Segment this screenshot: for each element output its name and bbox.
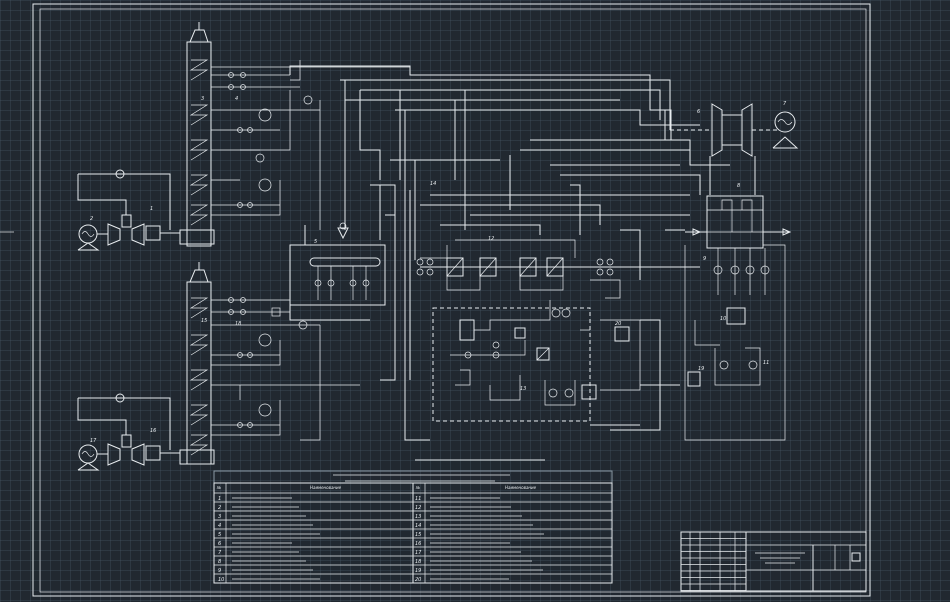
table-row-num-left: 1	[218, 496, 221, 502]
table-row-num-right: 17	[415, 550, 422, 556]
table-row-num-right: 19	[415, 568, 421, 574]
table-row-num-left: 5	[218, 532, 221, 538]
label-n2: 2	[90, 216, 93, 222]
label-n16: 16	[150, 428, 156, 434]
label-n7: 7	[783, 101, 787, 107]
table-col-num-left: №	[216, 485, 221, 490]
table-col-num-right: №	[415, 485, 420, 490]
boiler-upper-equipment	[211, 60, 410, 230]
table-row-num-left: 7	[218, 550, 222, 556]
label-n3: 3	[201, 96, 204, 102]
table-row-num-right: 12	[415, 505, 421, 511]
label-n1: 1	[150, 206, 153, 212]
table-row-num-right: 14	[415, 523, 421, 529]
label-n4: 4	[235, 96, 238, 102]
label-n14: 14	[430, 181, 436, 187]
label-n11: 11	[763, 360, 769, 366]
table-row-num-left: 6	[218, 541, 221, 547]
table-row-num-left: 8	[218, 559, 221, 565]
condenser	[684, 195, 792, 441]
label-n10: 10	[720, 316, 726, 322]
table-row-num-left: 9	[218, 568, 221, 574]
label-n13: 13	[520, 386, 526, 392]
table-row-num-right: 18	[415, 559, 421, 565]
label-n17: 17	[90, 438, 97, 444]
title-block	[680, 531, 867, 592]
table-row-num-left: 2	[218, 505, 221, 511]
table-col-name-right: Наименование	[505, 485, 537, 490]
table-row-num-left: 10	[218, 577, 224, 583]
table-col-name-left: Наименование	[310, 485, 342, 490]
label-n18: 18	[235, 321, 241, 327]
boiler-lower	[179, 262, 215, 465]
steam-turbine	[664, 103, 799, 195]
gas-turbine-lower	[77, 393, 180, 471]
label-n19: 19	[698, 366, 704, 372]
main-headers	[289, 65, 730, 461]
label-n6: 6	[697, 109, 700, 115]
label-n15: 15	[201, 318, 207, 324]
table-row-num-right: 16	[415, 541, 421, 547]
deaerator-block	[289, 184, 396, 321]
outer-sheet-frame	[32, 3, 871, 597]
table-row-num-left: 3	[218, 514, 221, 520]
water-treatment-block	[432, 300, 641, 422]
label-n9: 9	[703, 256, 706, 262]
heat-exchanger-row	[416, 239, 700, 299]
label-n12: 12	[488, 236, 494, 242]
boiler-lower-equipment	[211, 297, 360, 441]
table-row-num-right: 11	[415, 496, 421, 502]
return-lines	[590, 229, 685, 431]
boiler-upper	[179, 22, 215, 247]
label-n5: 5	[314, 239, 317, 245]
inner-sheet-frame	[39, 8, 867, 593]
label-n20: 20	[615, 321, 621, 327]
table-row-num-right: 13	[415, 514, 421, 520]
gas-turbine-upper	[77, 169, 180, 251]
table-row-num-left: 4	[218, 523, 221, 529]
label-n8: 8	[737, 183, 740, 189]
table-row-num-right: 15	[415, 532, 421, 538]
table-row-num-right: 20	[415, 577, 421, 583]
